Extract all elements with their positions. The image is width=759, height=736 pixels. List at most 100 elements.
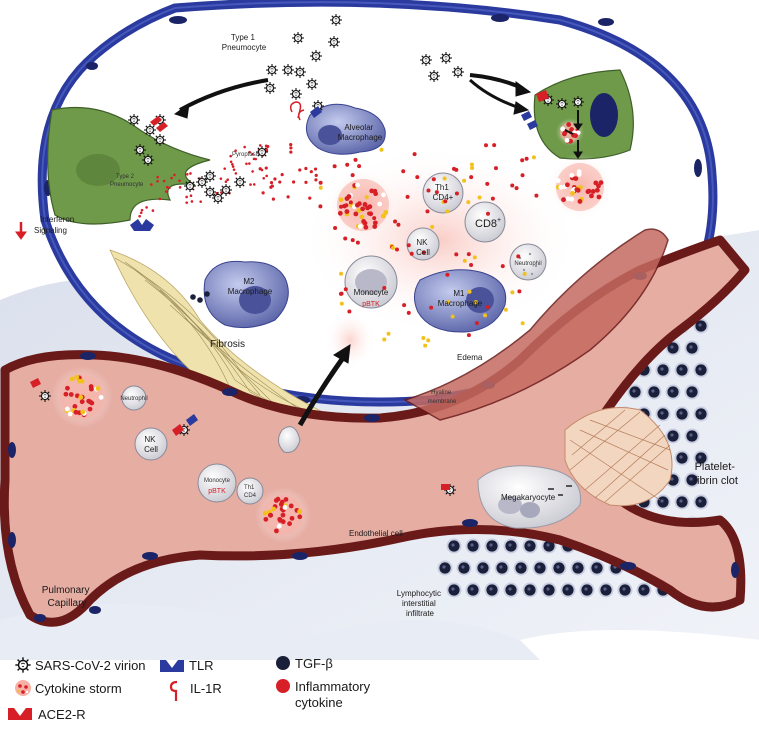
legend-cytokine-storm-label: Cytokine storm <box>35 681 122 696</box>
label-monocyte: Monocyte <box>354 288 389 297</box>
arrows <box>15 73 583 427</box>
virion <box>263 81 277 95</box>
lymphocyte <box>655 362 671 378</box>
virion <box>305 77 319 91</box>
virion <box>289 87 303 101</box>
label-interferon-signaling: Interferon Signaling <box>34 215 76 235</box>
migrating-monocyte <box>278 426 301 453</box>
lymphocyte <box>636 582 652 598</box>
virion <box>291 31 305 45</box>
virion <box>571 95 585 109</box>
platelet-fibrin-clot <box>564 407 673 507</box>
label-type2-pneumocyte: Type 2 Pneumocyte <box>110 174 144 188</box>
cytokine-storms <box>51 118 614 543</box>
virion <box>211 191 225 205</box>
lymphocyte <box>503 582 519 598</box>
label-m2-macrophage: M2 Macrophage <box>228 277 273 296</box>
legend-ace2r-label: ACE2-R <box>38 707 86 722</box>
lymphocyte <box>589 560 605 576</box>
legend-il1r-label: IL-1R <box>190 681 222 696</box>
legend-cytokine-storm-icon <box>15 680 31 696</box>
label-hyaline-membrane: Hyaline membrane <box>428 390 457 405</box>
cytokine-storm <box>326 168 400 242</box>
legend-tgfb-label: TGF-β <box>295 656 333 671</box>
lymphocyte <box>579 582 595 598</box>
lymphocyte <box>674 450 690 466</box>
m2-macrophage <box>203 260 289 329</box>
label-cd8: CD8+ <box>475 217 501 230</box>
vessel-nk-cell <box>134 427 168 461</box>
cytokine-storm <box>546 153 614 221</box>
label-vessel-monocyte: Monocyte <box>204 478 231 484</box>
label-vessel-nk-cell: NK Cell <box>144 435 158 454</box>
vessel-neutrophil <box>121 385 147 411</box>
virion <box>141 153 155 167</box>
tgf-beta-particles <box>190 291 210 303</box>
lymphocyte <box>437 560 453 576</box>
diagram-labels: Type 1 Pneumocyte Pyroptosis Type 2 Pneu… <box>34 33 738 618</box>
lymphocyte <box>655 406 671 422</box>
lymphocyte <box>693 362 709 378</box>
virion <box>555 97 569 111</box>
hyaline-membrane <box>403 228 669 421</box>
neutrophil <box>509 243 547 281</box>
lymphocyte <box>665 384 681 400</box>
label-alveolar-macrophage: Alveolar Macrophage <box>338 123 383 142</box>
lymphocyte <box>693 450 709 466</box>
lymphocyte <box>684 340 700 356</box>
alveolar-macrophage <box>305 103 386 155</box>
cytokine-storm <box>255 487 311 543</box>
virion <box>419 53 433 67</box>
lymphocyte <box>674 362 690 378</box>
legend-virion-label: SARS-CoV-2 virion <box>35 658 146 673</box>
label-platelet-fibrin-clot: Platelet- fibrin clot <box>694 461 738 487</box>
virion <box>233 175 247 189</box>
virion <box>293 65 307 79</box>
lymphocyte <box>674 494 690 510</box>
label-pyroptosis: Pyroptosis <box>232 152 260 158</box>
virion <box>203 185 217 199</box>
lymphocyte <box>465 538 481 554</box>
lymphocyte <box>532 560 548 576</box>
lymphocyte <box>541 538 557 554</box>
lymphocyte <box>513 560 529 576</box>
tlr-receptors <box>130 106 538 426</box>
label-th1-cd4: Th1 CD4+ <box>433 183 454 202</box>
lymphocyte <box>598 582 614 598</box>
lymphocyte <box>627 384 643 400</box>
lymphocyte <box>494 560 510 576</box>
cd8-cell <box>464 201 506 243</box>
virion <box>309 49 323 63</box>
virion <box>38 389 52 403</box>
lymphocyte <box>665 428 681 444</box>
lymphocyte <box>684 428 700 444</box>
virion <box>195 175 209 189</box>
legend-virion-icon <box>14 656 32 674</box>
virion <box>451 65 465 79</box>
lymphocyte <box>503 538 519 554</box>
legend: SARS-CoV-2 virion Cytokine storm ACE2-R … <box>8 656 371 722</box>
lymphocyte <box>570 560 586 576</box>
lymphocyte <box>484 538 500 554</box>
lymphocyte <box>475 560 491 576</box>
legend-tlr-icon <box>160 660 184 672</box>
lymphocyte <box>674 406 690 422</box>
th1-cd4-cell <box>422 172 464 214</box>
label-neutrophil: Neutrophil <box>514 261 541 267</box>
lymphocyte <box>456 560 472 576</box>
legend-tlr-label: TLR <box>189 658 214 673</box>
virion <box>203 169 217 183</box>
lymphocyte <box>484 582 500 598</box>
legend-ace2r-icon <box>8 708 32 720</box>
nk-cell <box>406 227 440 261</box>
label-vessel-neutrophil: Neutrophil <box>120 396 147 402</box>
ace2-receptors <box>30 90 549 490</box>
virion <box>153 133 167 147</box>
megakaryocyte <box>477 465 582 529</box>
label-fibrosis: Fibrosis <box>210 339 245 350</box>
virion <box>127 113 141 127</box>
lymphocyte <box>617 582 633 598</box>
label-type1-pneumocyte: Type 1 Pneumocyte <box>222 33 267 52</box>
label-vessel-pbtk: pBTK <box>208 488 226 495</box>
